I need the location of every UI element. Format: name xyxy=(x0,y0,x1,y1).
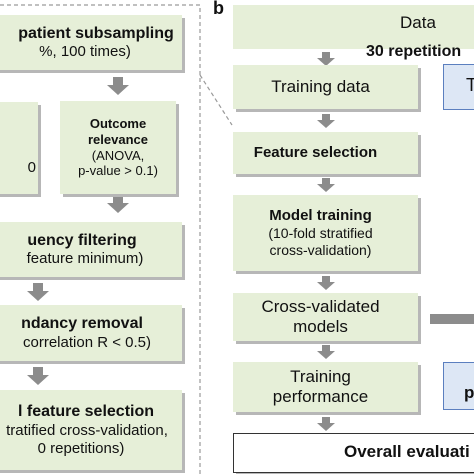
feature-selection-box: Feature selection xyxy=(233,132,418,174)
arrow-cv-to-perf xyxy=(317,345,335,359)
final-feature-selection-sub1: tratified cross-validation, xyxy=(6,421,168,439)
outcome-relevance-l1: Outcome xyxy=(89,116,147,132)
zoom-dashed-lines xyxy=(199,74,233,126)
arrow-outcome-to-frequency xyxy=(107,195,129,213)
training-data-box: Training data xyxy=(233,65,418,109)
arrow-cv-to-side xyxy=(430,314,474,324)
redundancy-removal-box: ndancy removal correlation R < 0.5) xyxy=(0,305,182,361)
outcome-relevance-box: Outcome relevance (ANOVA, p-value > 0.1) xyxy=(60,101,176,194)
arrow-subsampling-to-outcome xyxy=(107,77,129,95)
left-arrows xyxy=(27,77,129,385)
panel-b-label: b xyxy=(213,0,224,18)
side-box-top: T xyxy=(443,64,474,110)
side-box-top-letter: T xyxy=(466,75,474,95)
cv-models-l2: models xyxy=(293,317,348,336)
cv-models-box: Cross-validated models xyxy=(233,293,418,341)
side-box-bottom-letter: p xyxy=(464,383,474,402)
frequency-filtering-title: uency filtering xyxy=(27,231,137,249)
arrow-model-to-cv xyxy=(317,276,335,290)
partial-left-box: 0 xyxy=(0,102,38,194)
training-performance-l2: performance xyxy=(272,387,369,406)
final-feature-selection-title: l feature selection xyxy=(17,403,155,421)
final-feature-selection-sub2: 0 repetitions) xyxy=(37,439,125,457)
arrow-redundancy-to-final xyxy=(27,367,49,385)
repetitions-label: 30 repetition xyxy=(366,43,462,60)
arrow-frequency-to-redundancy xyxy=(27,283,49,301)
final-feature-selection-box: l feature selection tratified cross-vali… xyxy=(0,390,182,470)
model-training-box: Model training (10-fold stratified cross… xyxy=(233,195,418,271)
outcome-relevance-l3: (ANOVA, xyxy=(91,147,145,163)
patient-subsampling-title: patient subsampling xyxy=(18,24,174,42)
feature-selection-label: Feature selection xyxy=(253,144,378,161)
left-panel-dashed-outline xyxy=(0,4,201,474)
frequency-filtering-box: uency filtering feature minimum) xyxy=(0,222,182,277)
arrow-data-to-training xyxy=(317,52,335,66)
partial-left-box-text: 0 xyxy=(27,159,36,176)
outcome-relevance-l4: p-value > 0.1) xyxy=(78,163,158,179)
cv-models-l1: Cross-validated xyxy=(261,296,380,316)
data-box: Data 30 repetition xyxy=(233,5,474,60)
arrow-feature-to-model xyxy=(317,178,335,192)
arrow-perf-to-overall xyxy=(317,417,335,431)
side-box-bottom: p xyxy=(443,362,474,410)
data-label: Data xyxy=(400,13,436,32)
right-arrows xyxy=(317,52,335,431)
model-training-sub1: (10-fold stratified xyxy=(268,225,373,242)
patient-subsampling-box: patient subsampling %, 100 times) xyxy=(0,15,182,70)
training-performance-l1: Training xyxy=(290,366,351,386)
redundancy-removal-title: ndancy removal xyxy=(21,315,143,333)
model-training-sub2: cross-validation) xyxy=(269,242,372,258)
overall-evaluation-label: Overall evaluati xyxy=(344,442,470,461)
model-training-title: Model training xyxy=(269,207,372,225)
patient-subsampling-sub: %, 100 times) xyxy=(39,43,131,61)
overall-evaluation-box: Overall evaluati xyxy=(233,433,474,473)
outcome-relevance-l2: relevance xyxy=(88,131,148,147)
training-data-label: Training data xyxy=(271,76,370,96)
redundancy-removal-sub: correlation R < 0.5) xyxy=(23,333,151,351)
frequency-filtering-sub: feature minimum) xyxy=(26,250,144,268)
training-performance-box: Training performance xyxy=(233,362,418,412)
arrow-training-to-feature xyxy=(317,114,335,128)
